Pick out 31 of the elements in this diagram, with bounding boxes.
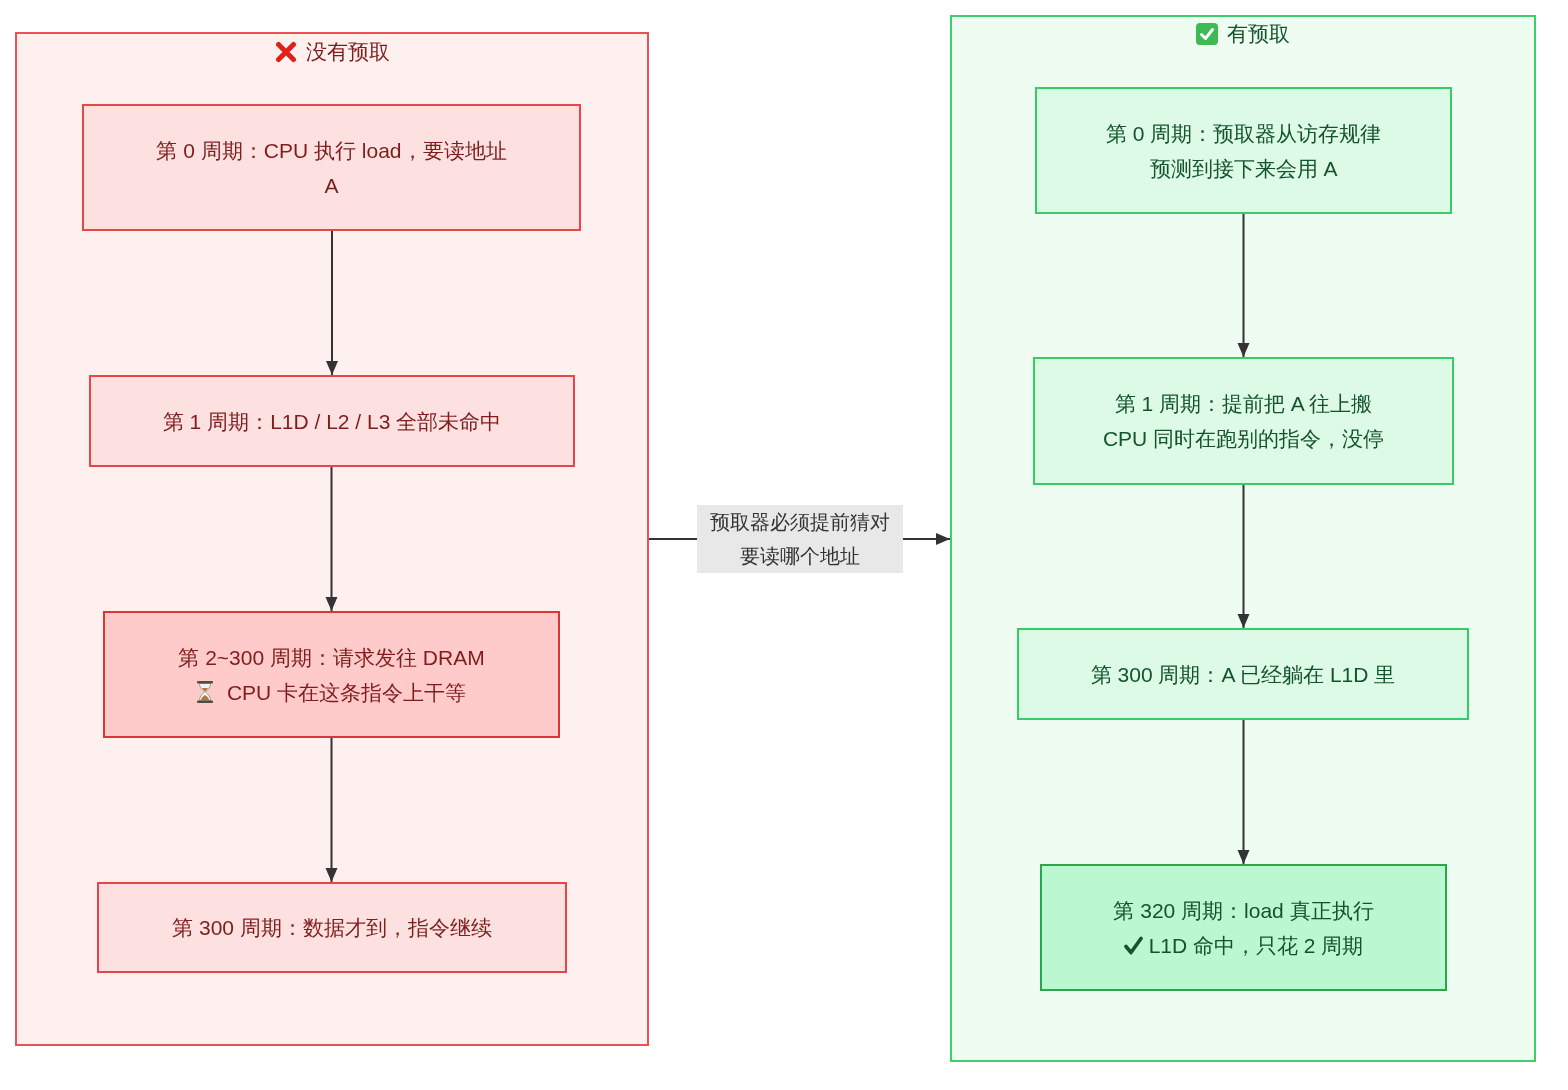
step-text: 第 300 周期：A 已经躺在 L1D 里 [1090, 661, 1396, 688]
step-text: 第 320 周期：load 真正执行 [1113, 897, 1374, 924]
step-box [1033, 357, 1454, 485]
step-text: 第 1 周期：提前把 A 往上搬 [1114, 391, 1373, 417]
step-box [97, 882, 567, 973]
arrow [1237, 213, 1250, 358]
step-text: 第 0 周期：预取器从访存规律 [1105, 120, 1382, 147]
group-title: 有预取 [1227, 21, 1290, 47]
group-title: 没有预取 [305, 39, 390, 65]
arrow [325, 466, 338, 612]
step-box [1017, 628, 1469, 720]
arrow [325, 737, 338, 883]
step-box [82, 104, 581, 231]
step-text: CPU 同时在跑别的指令，没停 [1102, 426, 1385, 452]
group-box [15, 32, 649, 1046]
arrow [326, 230, 338, 376]
step-text: 第 0 周期：CPU 执行 load，要读地址 A [155, 137, 508, 199]
step-box [1040, 864, 1447, 991]
arrow [1237, 484, 1250, 629]
step-box [1035, 87, 1452, 214]
group-box [950, 15, 1536, 1062]
step-text: 第 300 周期：数据才到，指令继续 [172, 915, 492, 941]
edge-label: 预取器必须提前猜对要读哪个地址 [696, 505, 903, 573]
arrow [1237, 719, 1250, 865]
step-box [103, 611, 560, 738]
step-text: 预测到接下来会用 A [1149, 155, 1338, 182]
step-text: CPU 卡在这条指令上干等 [226, 679, 467, 706]
step-text: 第 1 周期：L1D / L2 / L3 全部未命中 [162, 408, 502, 435]
step-text: 第 2~300 周期：请求发往 DRAM [178, 644, 485, 671]
step-text: L1D 命中，只花 2 周期 [1148, 932, 1364, 959]
step-box [89, 375, 575, 467]
